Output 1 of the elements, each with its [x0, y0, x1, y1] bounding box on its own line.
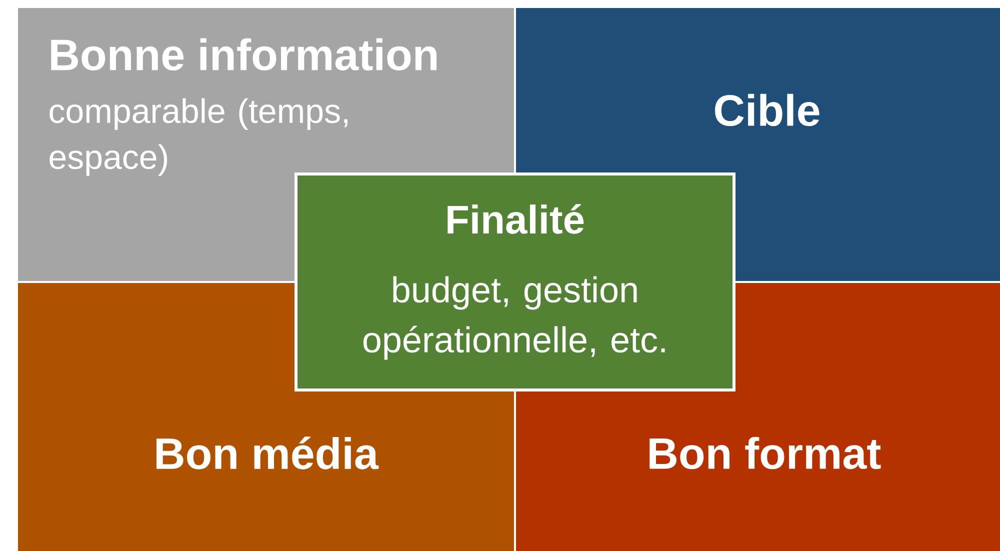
text-panel: Finalité budget, gestion opérationnelle, etc. [294, 172, 736, 392]
